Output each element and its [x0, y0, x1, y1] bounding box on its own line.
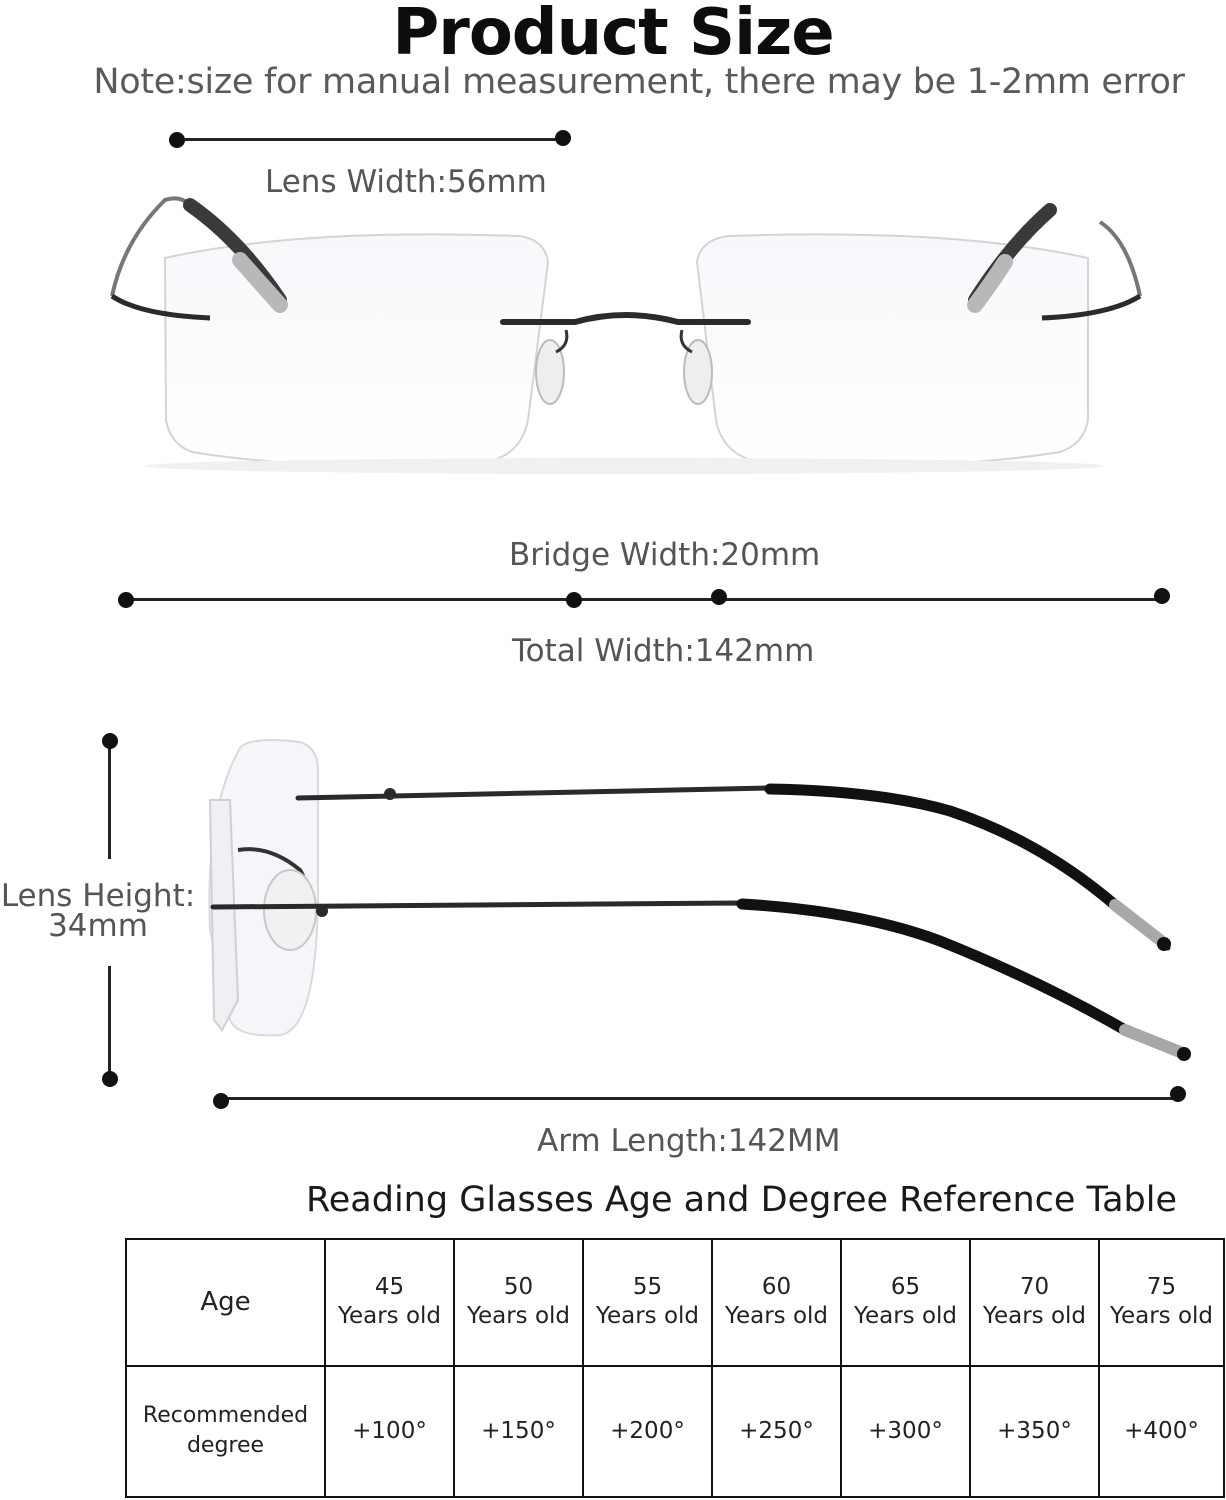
degree-cell: +400°	[1098, 1364, 1225, 1499]
lens-height-label: Lens Height: 34mm	[0, 878, 196, 944]
age-value: 50	[503, 1274, 534, 1301]
age-unit: Years old	[853, 1303, 958, 1330]
age-header-cell: Age	[125, 1238, 326, 1367]
lens-width-dot-left	[169, 132, 185, 148]
reference-table-title: Reading Glasses Age and Degree Reference…	[306, 1180, 1178, 1220]
age-value: 65	[890, 1274, 921, 1301]
lens-height-dot-bottom	[102, 1071, 118, 1087]
right-lens	[695, 233, 1089, 467]
total-width-dot-left	[118, 592, 134, 608]
age-value: 60	[761, 1274, 792, 1301]
lens-width-line	[177, 138, 563, 141]
degree-header-line2: degree	[186, 1433, 265, 1459]
arm-length-label: Arm Length:142MM	[537, 1123, 841, 1159]
degree-cell: +300°	[840, 1364, 971, 1499]
lens-height-line-bottom	[108, 966, 111, 1080]
degree-header-cell: Recommended degree	[125, 1364, 326, 1499]
age-value: 70	[1019, 1274, 1050, 1301]
age-unit: Years old	[982, 1303, 1087, 1330]
degree-cell: +100°	[324, 1364, 455, 1499]
age-unit: Years old	[337, 1303, 442, 1330]
bridge-width-dot-left	[566, 592, 582, 608]
bridge-width-dot-right	[711, 589, 727, 605]
degree-cell: +200°	[582, 1364, 713, 1499]
lens-width-dot-right	[555, 130, 571, 146]
age-unit: Years old	[466, 1303, 571, 1330]
lens-height-line-top	[108, 741, 111, 859]
table-row-degree: Recommended degree +100° +150° +200° +25…	[125, 1364, 1225, 1499]
degree-cell: +150°	[453, 1364, 584, 1499]
lens-height-label-line1: Lens Height:	[0, 878, 196, 914]
arm-length-dot-right	[1170, 1086, 1186, 1102]
glasses-side-image	[208, 739, 1191, 1061]
nose-pad-left	[535, 339, 565, 405]
lens-height-label-line2: 34mm	[48, 908, 148, 944]
age-unit: Years old	[1109, 1303, 1214, 1330]
total-width-label: Total Width:142mm	[512, 633, 815, 669]
bridge-width-label: Bridge Width:20mm	[509, 537, 821, 573]
nose-pad-right	[683, 339, 713, 405]
degree-cell: +250°	[711, 1364, 842, 1499]
page-title: Product Size	[392, 0, 834, 70]
age-value: 75	[1146, 1274, 1177, 1301]
measurement-note: Note:size for manual measurement, there …	[93, 62, 1185, 102]
bridge	[500, 312, 751, 325]
total-width-dot-right	[1154, 588, 1170, 604]
glasses-front-image	[110, 196, 1142, 474]
age-unit: Years old	[595, 1303, 700, 1330]
age-value: 55	[632, 1274, 663, 1301]
degree-cell: +350°	[969, 1364, 1100, 1499]
arm-length-line	[221, 1097, 1178, 1100]
arm-length-dot-left	[213, 1093, 229, 1109]
degree-header-line1: Recommended	[142, 1403, 309, 1429]
left-lens	[163, 233, 550, 467]
total-width-line	[126, 598, 1162, 601]
age-unit: Years old	[724, 1303, 829, 1330]
lens-width-label: Lens Width:56mm	[265, 164, 547, 200]
age-value: 45	[374, 1274, 405, 1301]
lens-height-dot-top	[102, 733, 118, 749]
